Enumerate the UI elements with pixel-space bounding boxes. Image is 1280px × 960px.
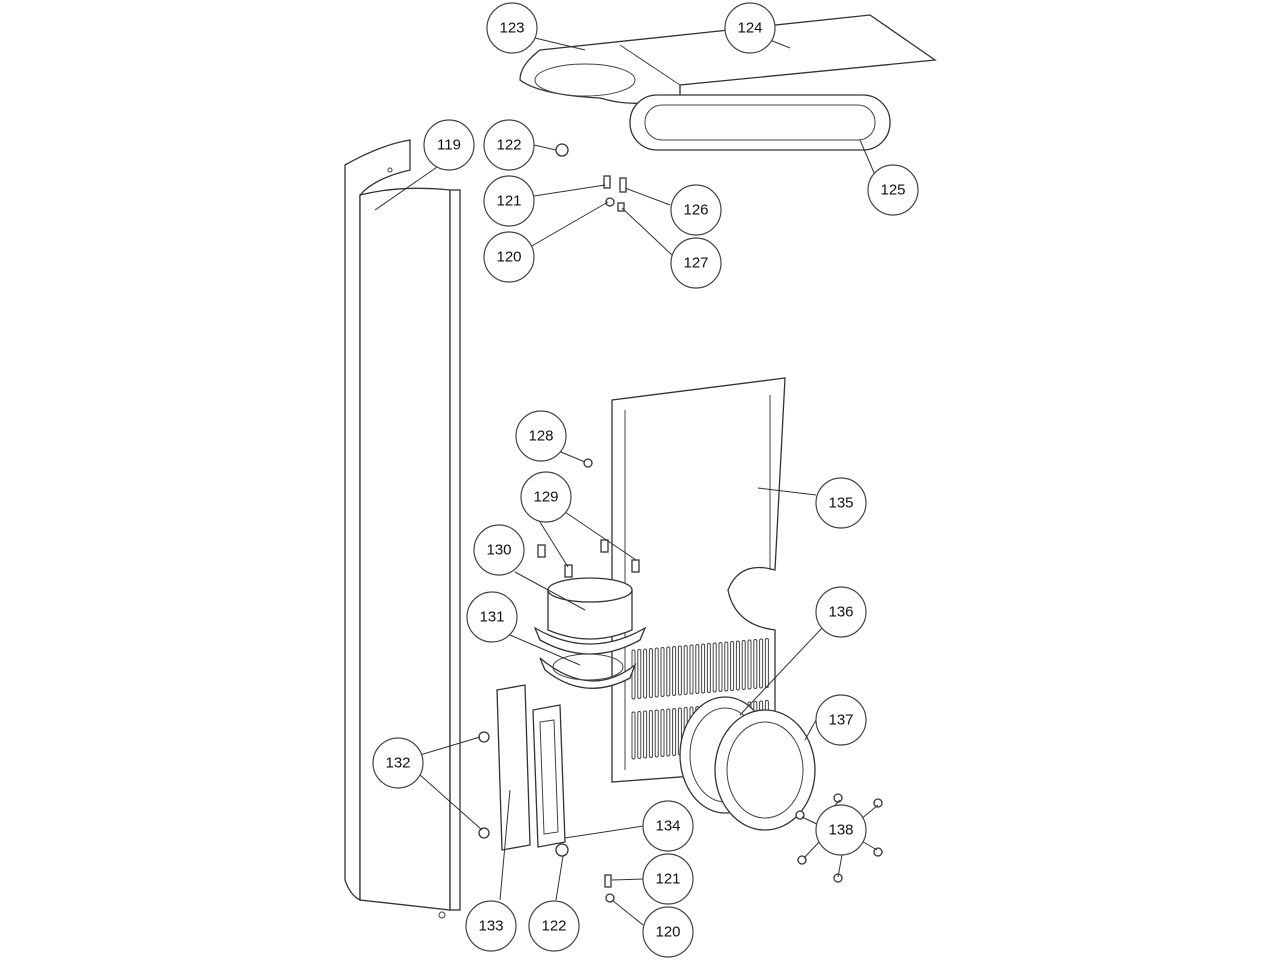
callout-129: 129 [520,471,572,523]
vent-slot [735,640,740,691]
part-133-134-cover-plates [496,684,566,851]
vent-slot [654,709,659,758]
callout-122-lower: 122 [528,900,580,952]
callout-126: 126 [670,184,722,236]
callout-133: 133 [465,900,517,952]
svg-text:134: 134 [655,818,680,835]
svg-text:138: 138 [828,822,853,839]
svg-text:120: 120 [496,249,521,266]
callout-127: 127 [670,237,722,289]
callout-121: 121 [483,175,535,227]
vent-slot [637,711,642,759]
svg-text:130: 130 [486,542,511,559]
callout-135: 135 [815,477,867,529]
svg-text:122: 122 [496,137,521,154]
svg-text:131: 131 [479,609,504,626]
vent-slot [677,645,682,696]
svg-text:124: 124 [737,20,762,37]
svg-text:132: 132 [385,755,410,772]
callout-124: 124 [724,2,776,54]
callout-121-lower: 121 [642,853,694,905]
part-135-back-panel [611,377,786,783]
callout-120: 120 [483,231,535,283]
svg-text:119: 119 [437,137,461,154]
callouts: 123 124 119 122 121 126 120 127 125 128 … [372,2,919,958]
callout-134: 134 [642,800,694,852]
vent-slot [753,639,758,689]
svg-text:128: 128 [528,428,553,445]
vent-slot [672,708,677,756]
vent-slot [747,639,752,690]
svg-text:120: 120 [655,924,680,941]
callout-125: 125 [867,164,919,216]
vent-slot [724,641,729,692]
callout-137: 137 [815,694,867,746]
callout-136: 136 [815,586,867,638]
svg-text:137: 137 [828,712,853,729]
vent-slot [764,638,769,688]
vent-slot [741,640,746,690]
callout-123: 123 [486,2,538,54]
vent-slot [643,710,648,759]
svg-text:129: 129 [533,489,558,506]
part-119-side-panel [344,139,461,919]
callout-130: 130 [473,524,525,576]
svg-text:121: 121 [655,871,680,888]
callout-122: 122 [483,119,535,171]
svg-text:136: 136 [828,604,853,621]
callout-138: 138 [815,804,867,856]
vent-slot [689,644,694,695]
callout-128: 128 [515,410,567,462]
svg-text:125: 125 [880,182,905,199]
vent-slot [643,648,648,699]
callout-131: 131 [466,591,518,643]
vent-slot [666,646,671,697]
vent-slot [759,638,764,689]
vent-slot [683,645,688,695]
svg-text:123: 123 [499,20,524,37]
small-hardware-top [555,143,627,212]
vent-slot [648,710,653,758]
svg-text:122: 122 [541,918,566,935]
vent-slot [672,646,677,696]
vent-slot [666,708,671,757]
vent-slot [706,643,711,693]
svg-text:126: 126 [683,202,708,219]
part-130-131-flue-collar [533,577,647,689]
vent-slot [637,649,642,699]
callout-120-lower: 120 [642,906,694,958]
part-136-137-rings [679,696,816,831]
vent-slot [730,641,735,691]
vent-slot [648,648,653,698]
vent-slot [654,647,659,698]
callout-132: 132 [372,737,424,789]
part-125-gasket [629,94,891,151]
vent-slot [660,709,665,757]
callout-119: 119 [423,119,475,171]
screws [478,458,883,903]
vent-slot [701,643,706,694]
svg-text:133: 133 [478,918,503,935]
vent-slot [660,647,665,697]
vent-slot [718,642,723,692]
vent-slot [712,642,717,693]
vent-slot [695,644,700,694]
svg-text:127: 127 [683,255,708,272]
svg-text:121: 121 [496,193,521,210]
vent-slot [631,711,636,760]
svg-text:135: 135 [828,495,853,512]
